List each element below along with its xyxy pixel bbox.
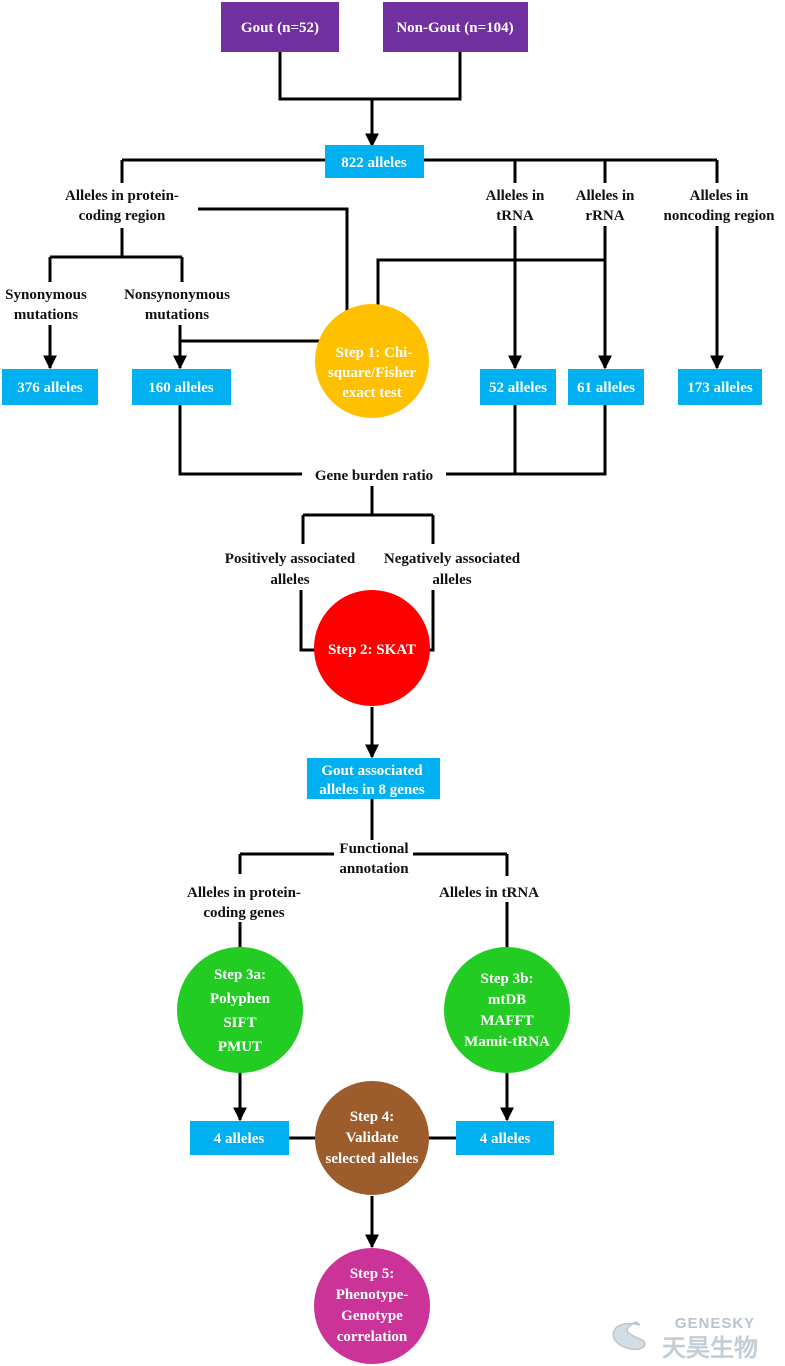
step3a-line-1: Step 3a:	[214, 967, 266, 983]
protein-genes-label-1: Alleles in protein-	[187, 885, 301, 901]
step3a-line-4: PMUT	[218, 1039, 262, 1055]
step4-node: Step 4: Validate selected alleles	[315, 1081, 429, 1195]
nonsynonymous-label-2: mutations	[145, 307, 209, 323]
genesky-logo-icon	[612, 1321, 646, 1351]
trna-count-box: 52 alleles	[480, 369, 556, 405]
gout-associated-box: Gout associated alleles in 8 genes	[307, 758, 440, 799]
step3a-node: Step 3a: Polyphen SIFT PMUT	[177, 947, 303, 1073]
trna-annotation-label: Alleles in tRNA	[439, 885, 539, 901]
non-gout-label: Non-Gout (n=104)	[396, 20, 513, 36]
step1-line-2: square/Fisher	[328, 365, 416, 381]
step1-line-3: exact test	[342, 385, 402, 401]
synonymous-count-box: 376 alleles	[2, 369, 98, 405]
trna-count: 52 alleles	[489, 380, 547, 396]
step4-line-1: Step 4:	[350, 1109, 395, 1125]
selected-right-box: 4 alleles	[456, 1121, 554, 1155]
selected-left-box: 4 alleles	[190, 1121, 289, 1155]
positive-assoc-label-2: alleles	[270, 572, 309, 588]
gene-burden-ratio-label: Gene burden ratio	[315, 468, 433, 484]
synonymous-count: 376 alleles	[17, 380, 83, 396]
nonsynonymous-count: 160 alleles	[148, 380, 214, 396]
step5-line-2: Phenotype-	[336, 1287, 409, 1303]
gout-associated-line-2: alleles in 8 genes	[319, 782, 425, 798]
step3b-line-3: MAFFT	[480, 1013, 533, 1029]
functional-annotation-line-1: Functional	[339, 841, 408, 857]
rrna-count: 61 alleles	[577, 380, 635, 396]
step3b-node: Step 3b: mtDB MAFFT Mamit-tRNA	[444, 947, 570, 1073]
step2-node: Step 2: SKAT	[314, 590, 430, 706]
total-alleles-label: 822 alleles	[341, 155, 407, 171]
step3b-line-4: Mamit-tRNA	[464, 1034, 550, 1050]
step3b-line-1: Step 3b:	[481, 971, 534, 987]
genesky-logo-en: GENESKY	[675, 1315, 755, 1332]
gout-associated-line-1: Gout associated	[321, 763, 423, 779]
protein-genes-label-2: coding genes	[203, 905, 284, 921]
step1-line-1: Step 1: Chi-	[336, 345, 413, 361]
negative-assoc-label-1: Negatively associated	[384, 551, 521, 567]
noncoding-count-box: 173 alleles	[678, 369, 762, 405]
step4-line-3: selected alleles	[326, 1151, 419, 1167]
trna-label-2: tRNA	[496, 208, 534, 224]
genesky-logo: GENESKY 天昊生物	[612, 1315, 758, 1362]
rrna-label-2: rRNA	[585, 208, 624, 224]
step3a-line-3: SIFT	[223, 1015, 256, 1031]
protein-coding-label-2: coding region	[79, 208, 166, 224]
negative-assoc-label-2: alleles	[432, 572, 471, 588]
step3a-line-2: Polyphen	[210, 991, 271, 1007]
noncoding-label-1: Alleles in	[690, 188, 749, 204]
noncoding-count: 173 alleles	[687, 380, 753, 396]
selected-right-label: 4 alleles	[480, 1131, 531, 1147]
selected-left-label: 4 alleles	[214, 1131, 265, 1147]
noncoding-label-2: noncoding region	[664, 208, 776, 224]
step2-label: Step 2: SKAT	[328, 642, 416, 658]
connectors	[43, 52, 724, 1249]
step5-line-4: correlation	[337, 1329, 408, 1345]
nonsynonymous-label-1: Nonsynonymous	[124, 287, 230, 303]
synonymous-label-1: Synonymous	[5, 287, 87, 303]
protein-coding-label-1: Alleles in protein-	[65, 188, 179, 204]
step4-line-2: Validate	[346, 1130, 399, 1146]
gout-box: Gout (n=52)	[221, 2, 339, 52]
gout-label: Gout (n=52)	[241, 20, 319, 36]
step1-node: Step 1: Chi- square/Fisher exact test	[315, 304, 429, 418]
step3b-line-2: mtDB	[488, 992, 526, 1008]
genesky-logo-zh: 天昊生物	[662, 1334, 758, 1362]
step5-line-1: Step 5:	[350, 1266, 395, 1282]
total-alleles-box: 822 alleles	[325, 145, 424, 178]
rrna-count-box: 61 alleles	[568, 369, 644, 405]
non-gout-box: Non-Gout (n=104)	[383, 2, 528, 52]
trna-label-1: Alleles in	[486, 188, 545, 204]
synonymous-label-2: mutations	[14, 307, 78, 323]
functional-annotation-line-2: annotation	[339, 861, 409, 877]
step5-node: Step 5: Phenotype- Genotype correlation	[314, 1248, 430, 1364]
nonsynonymous-count-box: 160 alleles	[132, 369, 231, 405]
step5-line-3: Genotype	[341, 1308, 403, 1324]
rrna-label-1: Alleles in	[576, 188, 635, 204]
positive-assoc-label-1: Positively associated	[225, 551, 356, 567]
